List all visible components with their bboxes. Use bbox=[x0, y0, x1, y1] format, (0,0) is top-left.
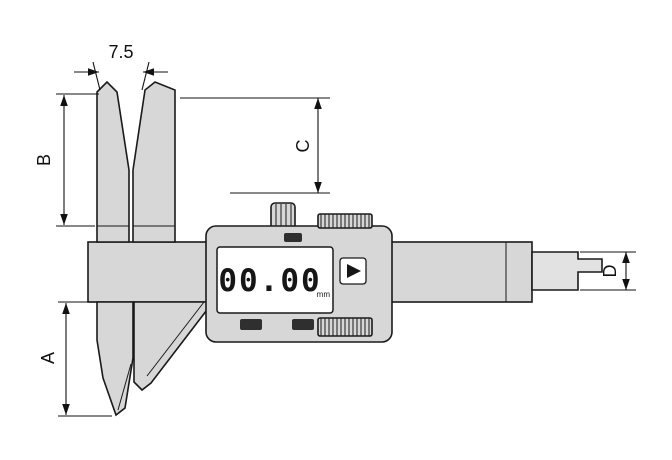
depth-rod bbox=[531, 251, 603, 291]
lower-jaw-fixed-bevel bbox=[117, 363, 132, 411]
arrowhead bbox=[62, 404, 70, 415]
arrowhead bbox=[60, 214, 68, 225]
dimension-jaw-width: 7.5 bbox=[74, 42, 168, 91]
arrowhead bbox=[62, 303, 70, 314]
arrowhead bbox=[88, 68, 99, 76]
dim-label-b: B bbox=[34, 154, 54, 166]
upper-jaw-movable bbox=[132, 81, 176, 243]
digital-display-unit: 00.00 mm bbox=[205, 202, 393, 343]
arrowhead bbox=[60, 95, 68, 106]
dim-label-7-5: 7.5 bbox=[108, 42, 133, 62]
dimension-b: B bbox=[34, 93, 99, 227]
thumb-roller-bottom-serration bbox=[320, 318, 370, 336]
lcd-reading: 00.00 bbox=[218, 263, 321, 299]
arrowhead bbox=[622, 279, 630, 290]
lower-jaw-movable-bevel bbox=[146, 301, 205, 377]
arrowhead bbox=[622, 252, 630, 263]
depth-rod-body bbox=[531, 251, 603, 291]
mode-button bbox=[292, 319, 314, 330]
arrowhead bbox=[314, 98, 322, 109]
extension-line bbox=[141, 61, 150, 91]
dimension-d: D bbox=[580, 251, 636, 291]
dim-label-c: C bbox=[293, 140, 313, 153]
power-button bbox=[284, 233, 302, 242]
upper-jaw-fixed bbox=[96, 80, 130, 243]
lower-jaws bbox=[96, 301, 215, 417]
lower-jaw-fixed bbox=[96, 301, 134, 417]
lower-jaw-movable bbox=[133, 301, 215, 392]
dimension-c: C bbox=[180, 97, 330, 194]
dim-label-d: D bbox=[600, 265, 620, 278]
lcd-unit-label: mm bbox=[317, 290, 331, 299]
lcd-screen bbox=[216, 246, 334, 314]
zero-button bbox=[240, 319, 262, 330]
lock-screw-knurling bbox=[275, 204, 292, 226]
dim-label-a: A bbox=[38, 352, 58, 364]
arrow-marker-icon bbox=[347, 264, 361, 278]
extension-line bbox=[92, 61, 101, 91]
thumb-roller-top-serration bbox=[320, 214, 370, 228]
arrowhead bbox=[314, 182, 322, 193]
arrowhead bbox=[143, 68, 154, 76]
upper-jaws bbox=[96, 80, 176, 243]
dimension-a: A bbox=[38, 301, 112, 417]
